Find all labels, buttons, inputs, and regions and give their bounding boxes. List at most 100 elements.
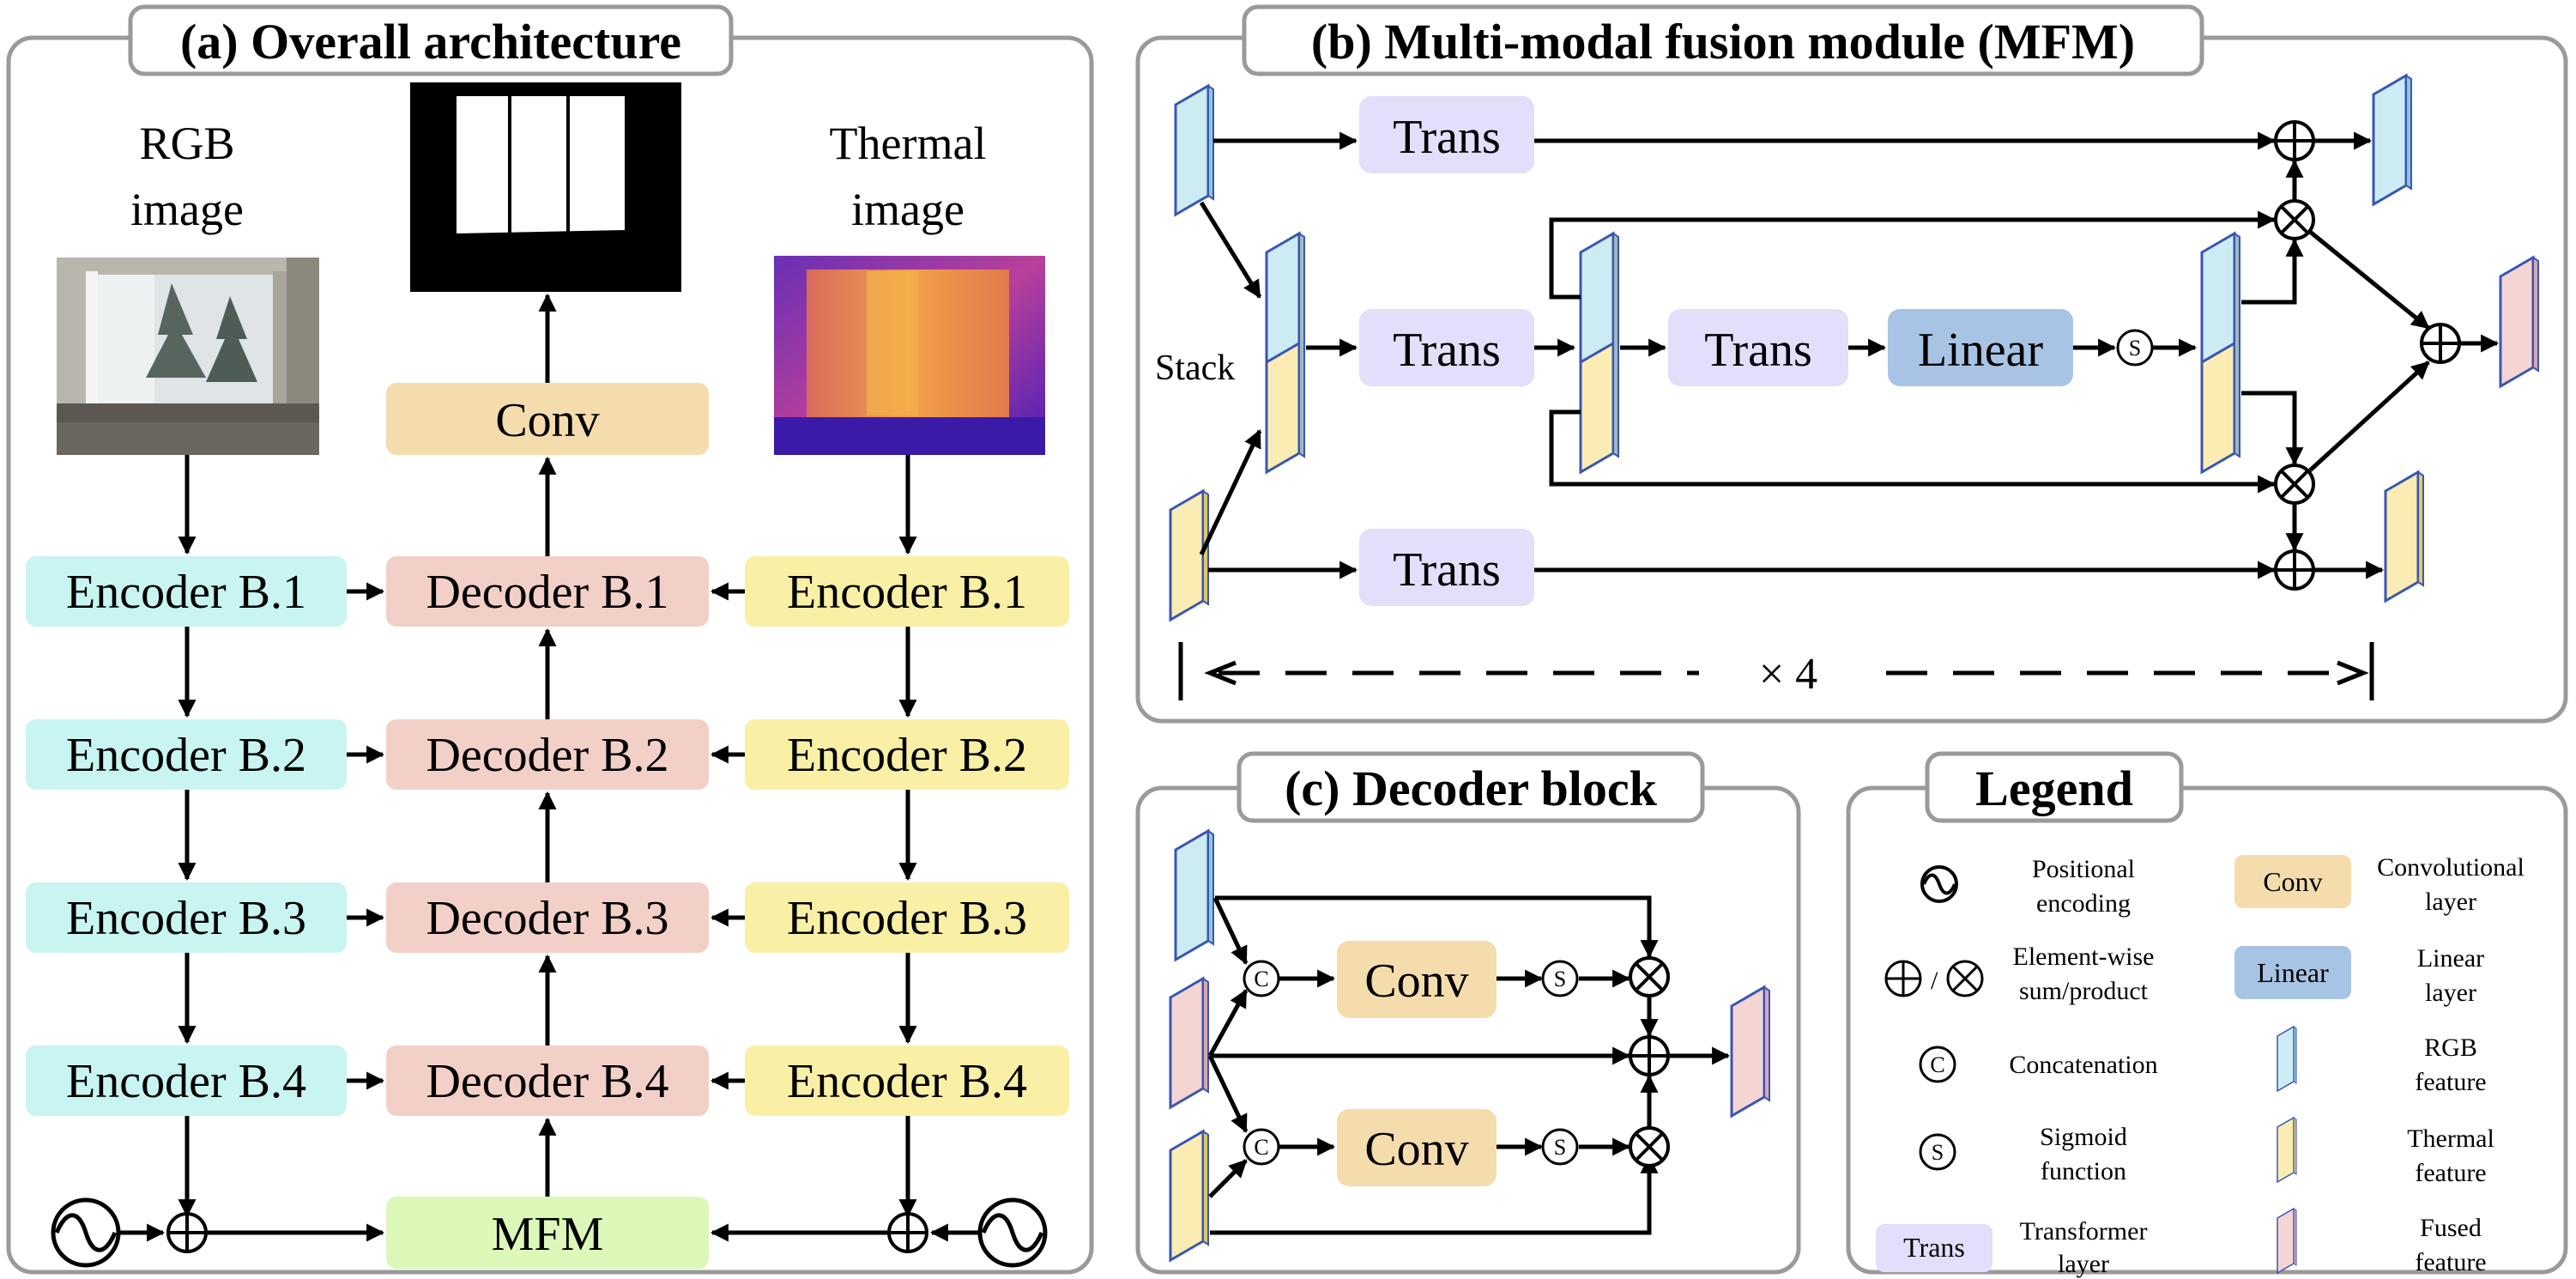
encoder-rgb-box-4 <box>26 1046 347 1116</box>
svg-text:C: C <box>1254 1135 1268 1160</box>
thermal-image-label-1: Thermal <box>830 118 987 169</box>
legend-rgb-feature-icon <box>2277 1026 2297 1092</box>
decoder-conv-label-bottom: Conv <box>1364 1123 1468 1176</box>
panel-c-arrows <box>1207 895 1731 1235</box>
mfm-split-feature <box>1579 232 1620 474</box>
legend-conv-box <box>2234 855 2351 908</box>
trans-label-thermal: Trans <box>1393 543 1501 597</box>
mfm-stacked-feature <box>1265 232 1306 474</box>
sigmoid-operator-bottom: S <box>1541 1128 1579 1166</box>
trans-box-inner <box>1668 309 1848 386</box>
concat-operator-top: C <box>1243 960 1280 997</box>
decoder-box-4 <box>386 1046 709 1116</box>
legend-transformer-label-1: Transformer <box>2020 1217 2148 1246</box>
encoder-thermal-box-2 <box>745 719 1069 790</box>
legend-rgb-label-2: feature <box>2415 1068 2486 1096</box>
decoder-conv-box-top <box>1337 941 1497 1018</box>
panel-c-frame <box>1135 785 1801 1275</box>
decoder-box-1 <box>386 556 709 627</box>
legend-positional-icon <box>1920 865 1958 903</box>
legend-trans-box-label: Trans <box>1903 1232 1965 1263</box>
legend-thermal-label-1: Thermal <box>2407 1124 2494 1153</box>
sum-operator-thermal <box>887 1212 928 1253</box>
positional-encoding-icon-rgb <box>51 1197 121 1268</box>
legend-rgb-label-1: RGB <box>2424 1034 2477 1062</box>
decoder-label-3: Decoder B.3 <box>426 892 668 945</box>
encoder-rgb-label-4: Encoder B.4 <box>66 1055 306 1108</box>
svg-text:S: S <box>1554 967 1566 991</box>
legend-sigmoid-icon: S <box>1919 1133 1956 1171</box>
encoder-rgb-column: Encoder B.1 Encoder B.2 Encoder B.3 Enco… <box>26 556 347 1116</box>
legend-conv-desc-2: layer <box>2425 888 2476 916</box>
panel-a-arrows <box>120 293 978 1242</box>
panel-c-tab <box>1237 751 1705 823</box>
svg-text:S: S <box>1554 1135 1566 1160</box>
legend-thermal-feature-icon <box>2277 1117 2297 1183</box>
mfm-label: MFM <box>492 1208 604 1261</box>
decoder-fused-input-feature <box>1169 977 1210 1109</box>
decoder-thermal-input-feature <box>1169 1130 1210 1262</box>
output-conv-label: Conv <box>495 394 599 447</box>
decoder-conv-box-bottom <box>1337 1109 1497 1186</box>
legend-positional-label-2: encoding <box>2036 889 2131 918</box>
decoder-label-4: Decoder B.4 <box>426 1055 668 1108</box>
legend-elementwise-label-2: sum/product <box>2019 977 2149 1005</box>
legend-sigmoid-label-2: function <box>2041 1157 2126 1185</box>
trans-box-stack <box>1359 309 1534 386</box>
mfm-sum-operator-fusion <box>2420 323 2461 364</box>
legend-slash: / <box>1931 967 1938 995</box>
panel-b-arrows <box>1199 131 2500 579</box>
panel-b-title: (b) Multi-modal fusion module (MFM) <box>1311 14 2135 70</box>
legend-fused-feature-icon <box>2277 1208 2297 1274</box>
legend-trans-box <box>1876 1224 1992 1272</box>
panel-a-tab <box>128 4 734 76</box>
encoder-thermal-column: Encoder B.1 Encoder B.2 Encoder B.3 Enco… <box>745 556 1069 1116</box>
mfm-rgb-output-feature <box>2372 74 2413 206</box>
encoder-thermal-box-1 <box>745 556 1069 627</box>
decoder-output-feature <box>1730 985 1771 1118</box>
svg-text:C: C <box>1930 1052 1944 1077</box>
thermal-image-label-2: image <box>851 184 964 235</box>
encoder-rgb-label-1: Encoder B.1 <box>66 566 306 619</box>
repeat-label: × 4 <box>1759 650 1817 699</box>
sigmoid-operator-top: S <box>1541 960 1579 997</box>
legend-product-icon <box>1946 960 1984 997</box>
legend-thermal-label-2: feature <box>2415 1159 2486 1187</box>
legend-tab <box>1925 751 2184 823</box>
output-conv-box <box>386 383 709 455</box>
legend-elementwise-label-1: Element-wise <box>2013 943 2155 971</box>
mfm-product-operator-bottom <box>2274 464 2315 505</box>
legend-conv-desc-1: Convolutional <box>2377 853 2525 882</box>
rgb-image <box>57 258 319 455</box>
mfm-box <box>386 1197 709 1269</box>
legend-linear-desc-2: layer <box>2425 979 2476 1007</box>
legend-fused-label-1: Fused <box>2420 1214 2482 1242</box>
positional-encoding-icon-thermal <box>977 1197 1048 1268</box>
mfm-fused-output-feature <box>2499 256 2540 388</box>
legend-linear-box <box>2234 946 2351 999</box>
svg-text:S: S <box>2129 336 2141 361</box>
encoder-rgb-label-2: Encoder B.2 <box>66 729 306 782</box>
trans-label-inner: Trans <box>1704 324 1812 377</box>
linear-box <box>1888 309 2073 386</box>
encoder-thermal-label-2: Encoder B.2 <box>787 729 1027 782</box>
encoder-rgb-label-3: Encoder B.3 <box>66 892 306 945</box>
decoder-label-2: Decoder B.2 <box>426 729 668 782</box>
svg-text:C: C <box>1254 967 1268 991</box>
encoder-thermal-box-3 <box>745 882 1069 953</box>
svg-text:S: S <box>1932 1140 1944 1165</box>
rgb-image-label-1: RGB <box>139 118 234 169</box>
sigmoid-operator-mfm: S <box>2116 329 2154 367</box>
legend-frame <box>1846 785 2568 1275</box>
rgb-image-label-2: image <box>130 184 244 235</box>
trans-label-rgb: Trans <box>1393 111 1501 164</box>
panel-a-title: (a) Overall architecture <box>180 14 681 70</box>
encoder-thermal-box-4 <box>745 1046 1069 1116</box>
thermal-image <box>774 256 1045 455</box>
sum-operator-rgb <box>166 1212 208 1253</box>
legend-title: Legend <box>1975 761 2133 816</box>
legend-concat-icon: C <box>1919 1046 1956 1083</box>
linear-label: Linear <box>1918 324 2043 377</box>
trans-box-rgb <box>1359 96 1534 173</box>
